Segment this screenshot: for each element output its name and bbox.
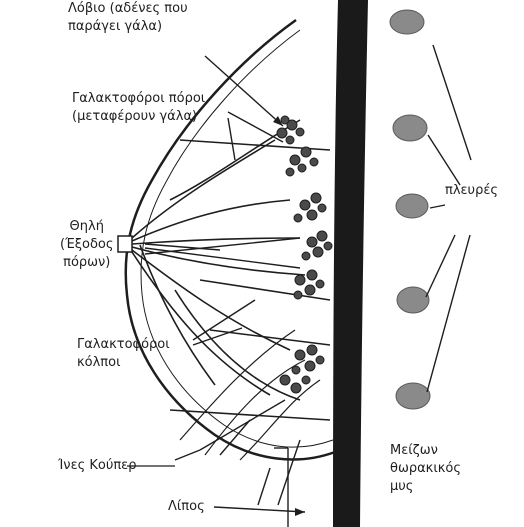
- label-ribs: πλευρές: [445, 182, 498, 200]
- cooper-ligaments: [180, 330, 320, 460]
- label-lobe: Λόβιο (αδένες που παράγει γάλα): [68, 0, 188, 36]
- label-sinuses: Γαλακτοφόροι κόλποι: [77, 336, 170, 372]
- label-fat: Λίπος: [168, 498, 205, 516]
- lobules: [277, 116, 332, 393]
- label-cooper: Ίνες Κούπερ: [58, 457, 136, 475]
- rib-2: [393, 115, 427, 141]
- rib-4: [397, 287, 429, 313]
- label-nipple: Θηλή (Έξοδος πόρων): [60, 218, 114, 272]
- rib-5: [396, 383, 430, 409]
- nipple: [118, 236, 132, 252]
- rib-3: [396, 194, 428, 218]
- label-ducts: Γαλακτοφόροι πόροι (μεταφέρουν γάλα): [72, 90, 205, 126]
- ribs: [390, 10, 430, 409]
- label-muscle: Μείζων θωρακικός μυς: [390, 442, 461, 496]
- rib-1: [390, 10, 424, 34]
- pectoral-muscle: [333, 0, 368, 527]
